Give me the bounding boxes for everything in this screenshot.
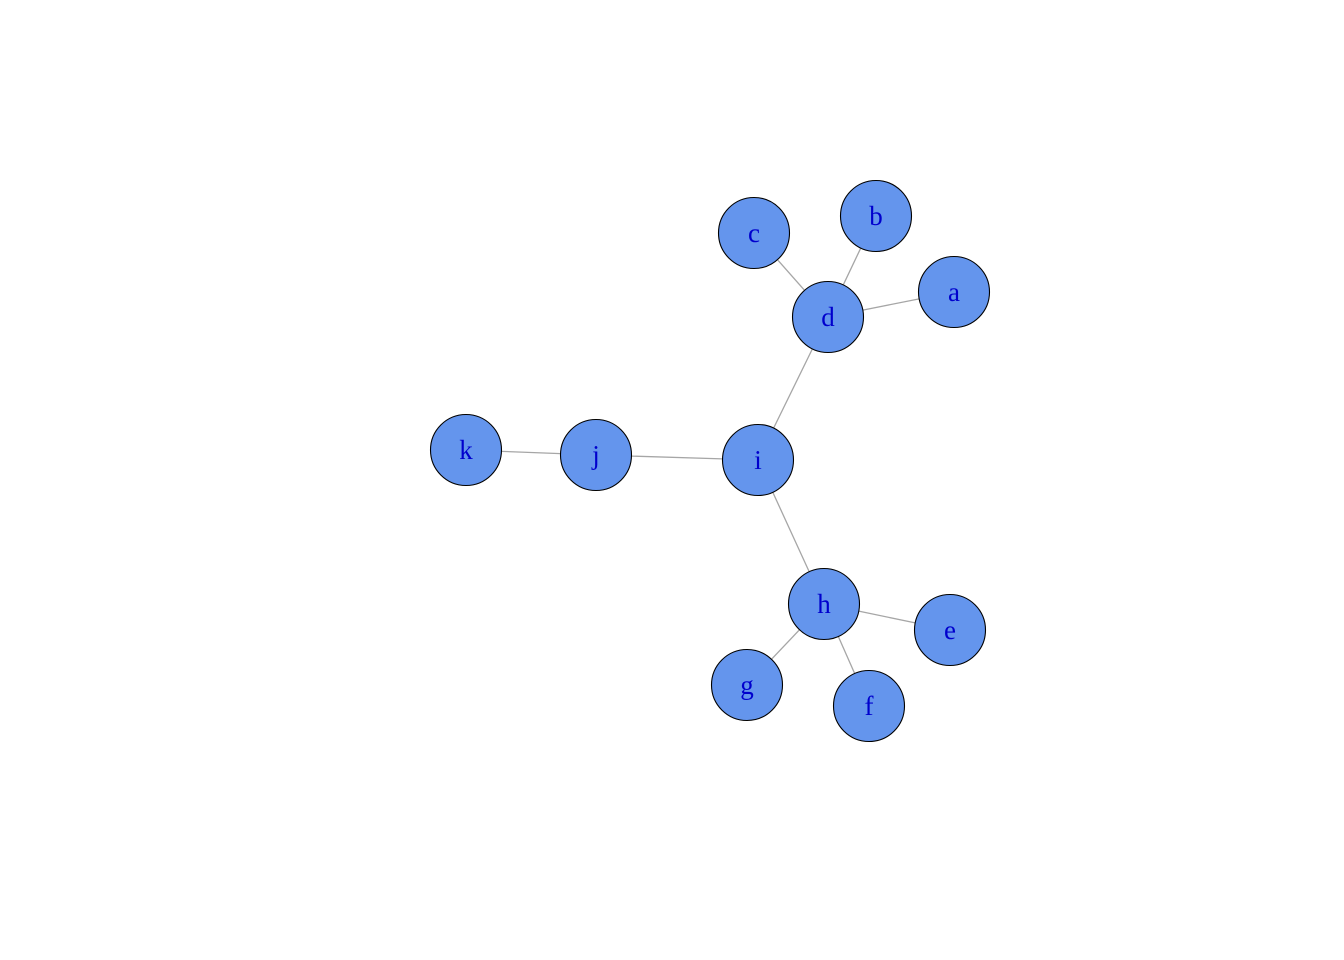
node-b: b [839, 179, 913, 253]
node-label-j: j [591, 440, 600, 470]
node-label-a: a [948, 277, 960, 307]
node-circle-k [429, 413, 503, 487]
node-f: f [832, 669, 906, 743]
edge-d-a [862, 298, 920, 311]
node-h: h [787, 567, 861, 641]
edge-i-h [772, 492, 810, 572]
node-circle-a [917, 255, 991, 329]
node-g: g [710, 648, 784, 722]
node-j: j [559, 418, 633, 492]
node-label-d: d [821, 302, 835, 332]
node-circle-d [791, 280, 865, 354]
node-c: c [717, 196, 791, 270]
edges-layer [501, 247, 920, 674]
node-circle-h [787, 567, 861, 641]
node-i: i [721, 423, 795, 497]
edge-h-e [858, 610, 916, 624]
node-label-b: b [869, 201, 883, 231]
edge-d-c [776, 259, 806, 291]
node-d: d [791, 280, 865, 354]
edge-d-b [842, 247, 862, 286]
edge-k-j [501, 450, 561, 455]
edge-h-f [837, 636, 856, 674]
node-label-e: e [944, 615, 956, 645]
node-e: e [913, 593, 987, 667]
node-circle-i [721, 423, 795, 497]
edge-j-i [631, 455, 723, 460]
node-circle-b [839, 179, 913, 253]
node-label-g: g [740, 670, 754, 700]
node-circle-c [717, 196, 791, 270]
node-a: a [917, 255, 991, 329]
edge-i-d [773, 348, 813, 429]
node-circle-j [559, 418, 633, 492]
node-label-h: h [817, 589, 831, 619]
nodes-layer: a b c d e f g h i j k [429, 179, 991, 743]
node-label-c: c [748, 218, 760, 248]
node-label-f: f [865, 691, 874, 721]
node-circle-e [913, 593, 987, 667]
node-circle-g [710, 648, 784, 722]
node-label-i: i [754, 445, 762, 475]
node-circle-f [832, 669, 906, 743]
edge-h-g [770, 629, 801, 660]
node-label-k: k [459, 435, 473, 465]
node-k: k [429, 413, 503, 487]
